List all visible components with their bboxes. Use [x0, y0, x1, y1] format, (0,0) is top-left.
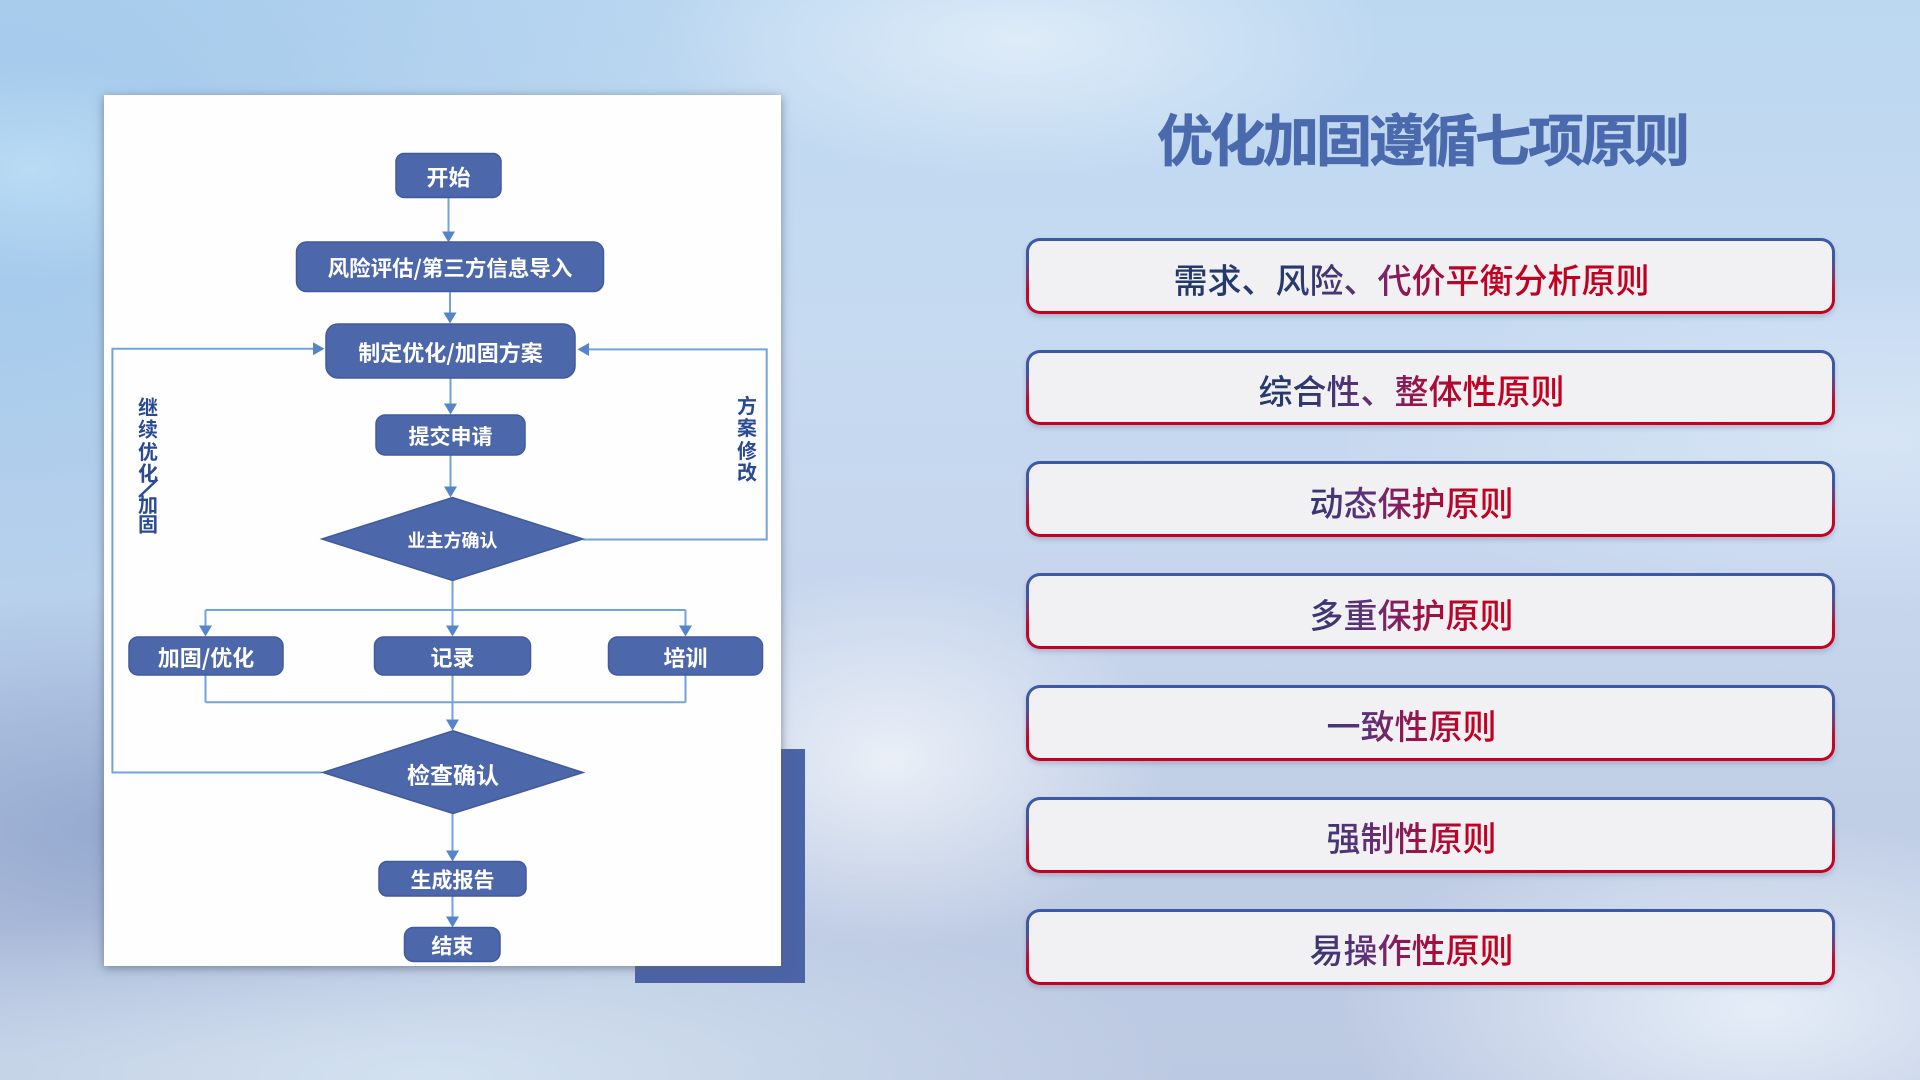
svg-text:检查确认: 检查确认: [407, 757, 499, 791]
svg-text:加: 加: [138, 489, 158, 518]
svg-text:优: 优: [138, 436, 158, 465]
svg-text:固: 固: [138, 509, 158, 538]
svg-text:培训: 培训: [663, 641, 707, 673]
svg-text:案: 案: [737, 412, 757, 441]
svg-text:风险评估/第三方信息导入: 风险评估/第三方信息导入: [328, 252, 573, 283]
svg-text:加固/优化: 加固/优化: [158, 641, 255, 673]
svg-text:继: 继: [138, 392, 158, 421]
svg-text:记录: 记录: [430, 641, 474, 673]
svg-text:修: 修: [737, 435, 757, 464]
svg-text:方: 方: [737, 390, 757, 419]
svg-text:改: 改: [737, 456, 757, 485]
svg-text:业主方确认: 业主方确认: [408, 527, 498, 553]
svg-text:结束: 结束: [431, 931, 473, 961]
svg-text:化: 化: [138, 458, 158, 487]
svg-text:提交申请: 提交申请: [409, 421, 493, 451]
svg-text:制定优化/加固方案: 制定优化/加固方案: [358, 336, 543, 368]
svg-text:开始: 开始: [426, 161, 470, 193]
svg-text:生成报告: 生成报告: [411, 865, 495, 895]
svg-text:续: 续: [138, 414, 158, 443]
